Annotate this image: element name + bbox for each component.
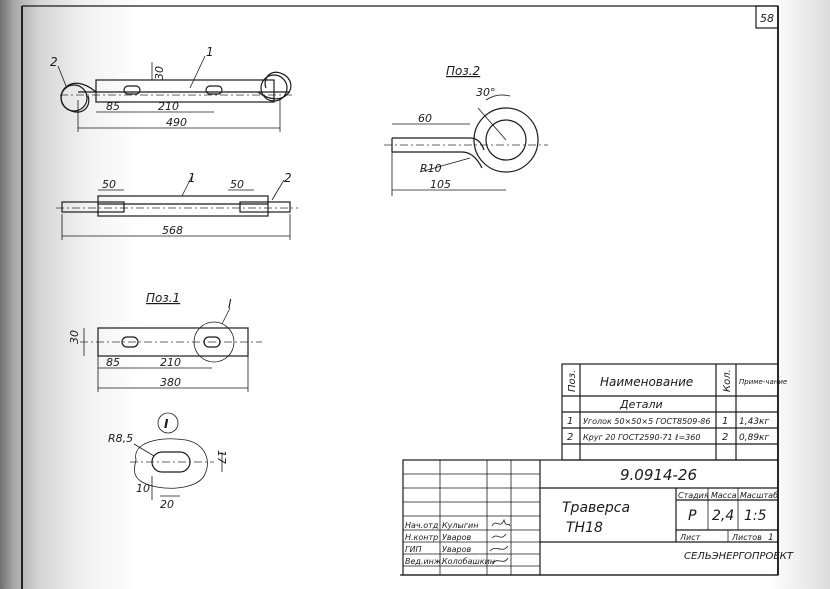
doc-number: 9.0914-26 — [620, 466, 697, 484]
dim-50-right: 50 — [230, 178, 244, 191]
col-scale: Масштаб — [740, 491, 778, 500]
stage-value: Р — [688, 508, 697, 524]
pos1-angle-detail: Поз.1 I 30 85 210 380 — [68, 291, 262, 392]
detail-i: I R8,5 17 10 20 — [108, 412, 228, 511]
spec-row1-pos: 1 — [567, 416, 573, 427]
pos1-detail-callout-circle — [193, 321, 235, 363]
spec-section: Детали — [619, 398, 663, 411]
scan-shadow-right — [770, 0, 830, 589]
signature-scribble-4 — [491, 557, 509, 565]
spec-row2-pos: 2 — [567, 432, 573, 443]
detail-i-outline — [133, 438, 208, 489]
specification-table: Поз. Наименование Кол. Приме-чание Детал… — [561, 363, 787, 461]
dim-490: 490 — [166, 116, 187, 129]
title-line-1: Траверса — [562, 500, 630, 516]
pos1-callout: I — [228, 297, 232, 311]
sig-name-4: Колобашкин — [442, 557, 495, 566]
scale-value: 1:5 — [744, 508, 767, 524]
sig-name-3: Уваров — [442, 545, 471, 554]
pos1-dim-30: 30 — [68, 330, 81, 344]
sig-name-2: Уваров — [442, 533, 471, 542]
spec-header-name: Наименование — [600, 375, 693, 389]
dim-85: 85 — [106, 100, 120, 113]
signature-scribble-1 — [491, 518, 511, 527]
sig-name-1: Кулыгин — [442, 521, 478, 530]
col-mass: Масса — [711, 491, 737, 500]
detail-i-callout: I — [164, 417, 169, 431]
pos2-dim-60: 60 — [418, 112, 432, 125]
pos1-dim-380: 380 — [160, 376, 181, 389]
pos2-radius: R10 — [420, 162, 442, 175]
rod-right-side — [239, 201, 291, 213]
pos2-hook-detail: Поз.2 30° 60 R10 105 — [384, 64, 548, 196]
pos1-dim-210: 210 — [160, 356, 181, 369]
sheets-value: 1 — [768, 533, 774, 543]
spec-header-note: Приме-чание — [739, 378, 787, 386]
page-number-box: 58 — [755, 5, 779, 29]
spec-row1-qty: 1 — [722, 416, 728, 427]
spec-row2-note: 0,89кг — [739, 433, 769, 443]
dim-50-left: 50 — [102, 178, 116, 191]
sheets-label: Листов — [731, 533, 762, 542]
spec-header-pos: Поз. — [567, 370, 578, 392]
detail-i-dim-17: 17 — [215, 450, 228, 464]
angle-bar-side — [97, 195, 269, 217]
spec-row1-name: Уголок 50×50×5 ГОСТ8509-86 — [583, 417, 710, 426]
rod-left-side — [61, 201, 125, 213]
page-number: 58 — [760, 12, 774, 25]
hook-rod — [392, 137, 485, 151]
pos1-dim-85: 85 — [106, 356, 120, 369]
sig-role-4: Вед.инж. — [405, 557, 444, 566]
scan-shadow-left — [0, 0, 140, 589]
assembly-side-view: 50 50 1 2 568 — [56, 171, 298, 240]
sig-role-3: ГИП — [405, 545, 421, 554]
title-block: 9.0914-26 Траверса ТН18 Стадия Масса Мас… — [402, 459, 794, 576]
hook-inner-ring — [485, 119, 527, 161]
sheet-label: Лист — [679, 533, 701, 542]
sig-role-1: Нач.отд — [405, 521, 439, 530]
pos-label-1: 1 — [206, 45, 214, 59]
hook-right — [257, 71, 292, 100]
sig-role-2: Н.контр — [405, 533, 438, 542]
dim-210: 210 — [158, 100, 179, 113]
detail-i-dim-20: 20 — [160, 498, 174, 511]
signature-scribble-2 — [491, 533, 507, 539]
pos2-angle: 30° — [476, 86, 496, 99]
pos1-title: Поз.1 — [146, 291, 180, 305]
col-stage: Стадия — [678, 491, 709, 500]
dim-30: 30 — [153, 66, 166, 80]
pos2-title: Поз.2 — [446, 64, 480, 78]
pos2-dim-105: 105 — [430, 178, 451, 191]
title-line-2: ТН18 — [566, 520, 603, 536]
detail-i-dim-10: 10 — [136, 482, 150, 495]
mass-value: 2,4 — [712, 508, 734, 524]
pos-label-side-2: 2 — [284, 171, 292, 185]
pos-label-2: 2 — [50, 55, 58, 69]
angle-bar-top — [95, 79, 275, 103]
detail-i-radius: R8,5 — [108, 432, 133, 445]
spec-row1-note: 1,43кг — [739, 417, 769, 427]
spec-header-qty: Кол. — [722, 369, 733, 392]
spec-row2-qty: 2 — [722, 432, 728, 443]
organization: СЕЛЬЭНЕРГОПРОЕКТ — [684, 551, 794, 562]
pos-label-side-1: 1 — [188, 171, 196, 185]
spec-row2-name: Круг 20 ГОСТ2590-71 ℓ=360 — [583, 433, 700, 442]
assembly-top-view: 1 2 30 85 210 490 — [50, 45, 295, 132]
dim-568: 568 — [162, 224, 183, 237]
hook-outer-ring — [473, 107, 539, 173]
signature-scribble-3 — [489, 545, 509, 552]
